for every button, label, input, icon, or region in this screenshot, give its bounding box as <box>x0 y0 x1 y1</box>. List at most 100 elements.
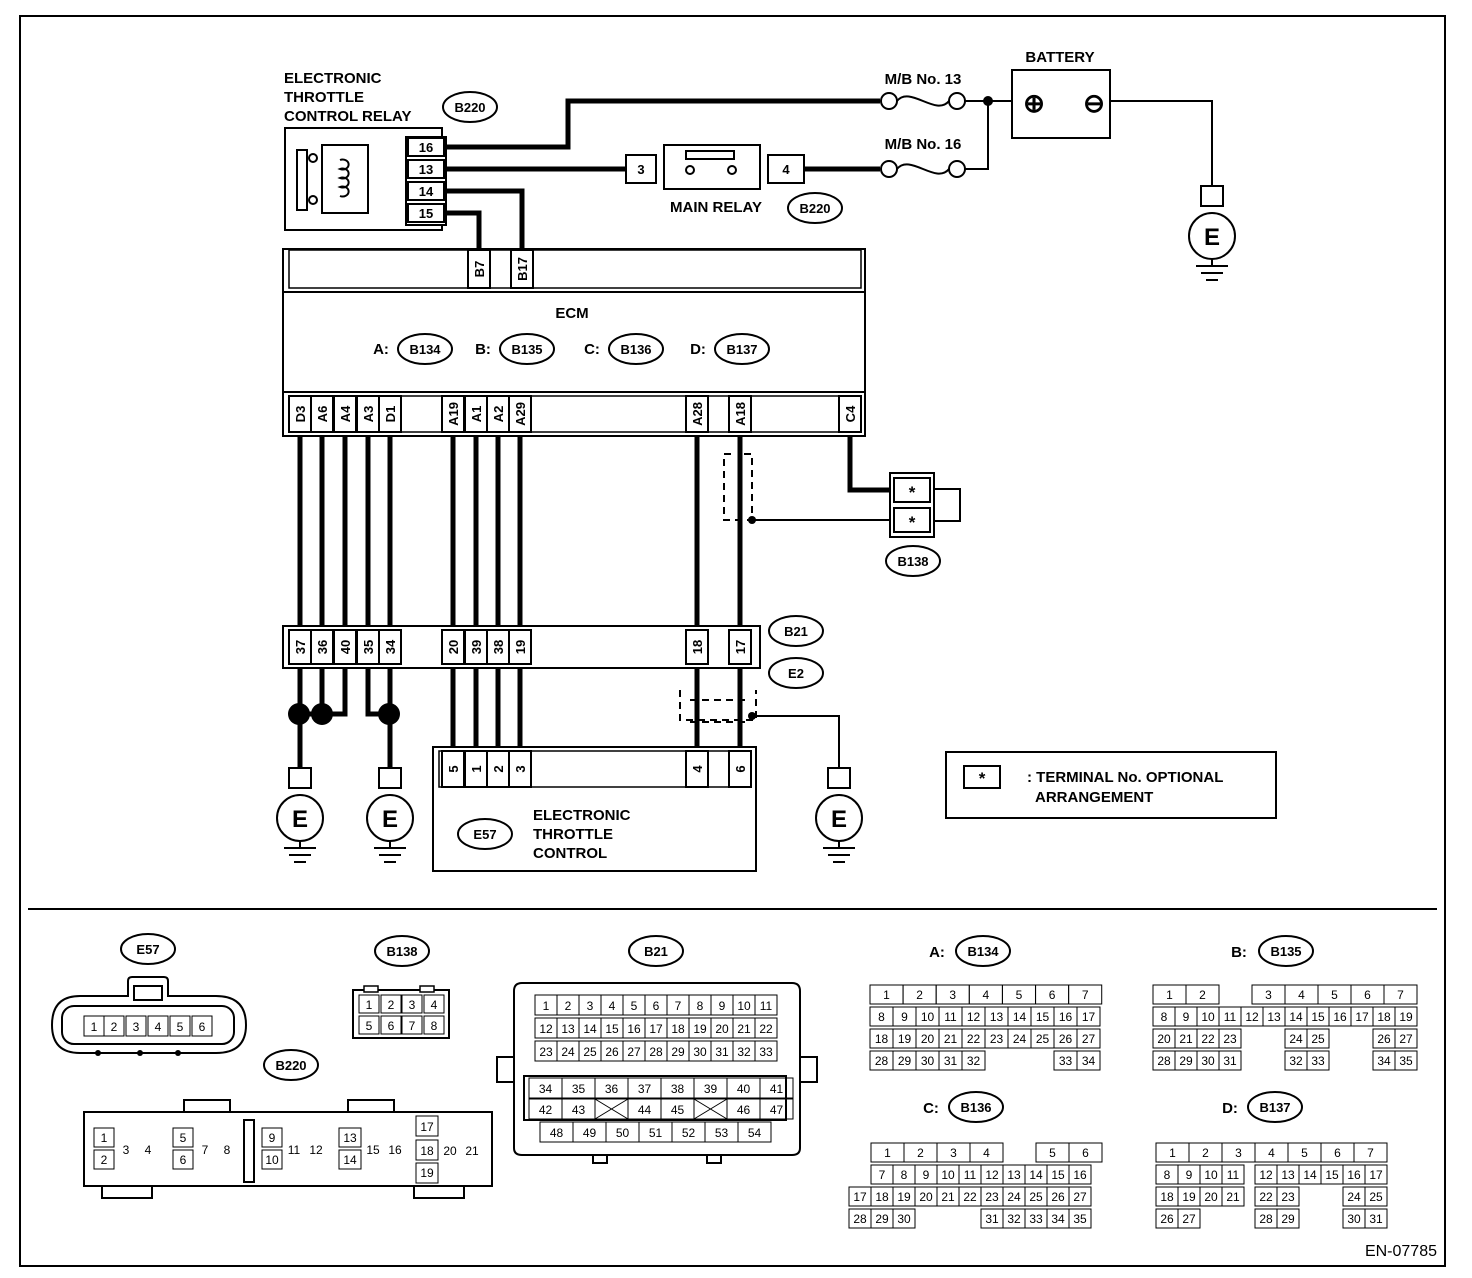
ecm-connector-prefix: C: <box>584 341 600 358</box>
wire-relay15-b7 <box>443 210 482 249</box>
shield-lower <box>679 690 757 723</box>
pin-number: 41 <box>770 1082 784 1096</box>
pin-number: 17 <box>1082 1010 1096 1024</box>
pin-number: 30 <box>693 1045 707 1059</box>
ecm-label: ECM <box>555 305 588 322</box>
pin-number: 28 <box>649 1045 663 1059</box>
cavity-blocked-mark <box>594 1098 629 1120</box>
pin-number: 16 <box>1347 1168 1361 1182</box>
view-d-b137-label: B137 <box>1259 1100 1290 1115</box>
pin-number: 50 <box>616 1126 630 1140</box>
pin-number: 3 <box>1265 988 1272 1002</box>
junction-dot <box>983 96 993 106</box>
pin-number: 19 <box>1399 1010 1413 1024</box>
pin-number: 29 <box>671 1045 685 1059</box>
b138-connector: * * B138 <box>885 472 961 577</box>
pin-number: 12 <box>1245 1010 1259 1024</box>
relay-coil-frame <box>321 144 369 214</box>
view-pin: 8 <box>431 1019 438 1033</box>
pin-number: 8 <box>901 1168 908 1182</box>
fuse-mb13-label: M/B No. 13 <box>885 71 962 88</box>
legend-symbol: * <box>979 769 986 788</box>
pin-number: 1 <box>883 988 890 1002</box>
view-e57: E57 1 2 3 4 5 6 <box>50 933 248 1056</box>
pin-number: 39 <box>704 1082 718 1096</box>
pin-number: 12 <box>539 1022 553 1036</box>
pin-number: 35 <box>1073 1212 1087 1226</box>
legend: * : TERMINAL No. OPTIONAL ARRANGEMENT <box>945 751 1277 819</box>
view-pin: 14 <box>343 1153 357 1167</box>
pin-number: 8 <box>1164 1168 1171 1182</box>
pin-number: 6 <box>1049 988 1056 1002</box>
view-pin: 1 <box>91 1020 98 1034</box>
shield-upper <box>723 453 753 521</box>
view-pin: 6 <box>180 1153 187 1167</box>
pin-cell <box>1306 1028 1330 1049</box>
pin-number: 20 <box>921 1032 935 1046</box>
fuse-symbol <box>896 95 950 107</box>
relay-connector-badge <box>442 91 498 123</box>
pin-number: 26 <box>605 1045 619 1059</box>
ecm-pin: A4 <box>338 405 353 422</box>
ecm: ECM B7 B17 A: B134 B: B135 C: B136 D: B1… <box>282 248 866 437</box>
pin-cell <box>1276 1186 1300 1207</box>
pin-number: 4 <box>983 988 990 1002</box>
ecm-top-pin: B7 <box>472 261 487 278</box>
throttle-control-relay: ELECTRONIC THROTTLE CONTROL RELAY B220 1… <box>284 70 498 231</box>
pin-number: 7 <box>879 1168 886 1182</box>
view-b21-label: B21 <box>644 944 668 959</box>
pin-number: 48 <box>550 1126 564 1140</box>
pin-number: 10 <box>737 999 751 1013</box>
relay-pin: 16 <box>419 140 433 155</box>
pin-number: 6 <box>1364 988 1371 1002</box>
ecm-connector-prefix: A: <box>373 341 389 358</box>
view-pin: 7 <box>202 1143 209 1157</box>
ecm-pin: D3 <box>293 406 308 423</box>
pin-number: 17 <box>1369 1168 1383 1182</box>
ecm-connector-code: B135 <box>511 342 542 357</box>
pin-number: 31 <box>1223 1054 1237 1068</box>
legend-text-line2: ARRANGEMENT <box>1035 789 1153 806</box>
ground-left-1: E <box>276 767 324 863</box>
main-relay-contact <box>685 150 735 160</box>
splice-dot <box>378 703 400 725</box>
b21-pins: 37 36 40 35 34 20 39 38 19 18 17 <box>288 629 752 665</box>
pin-number: 13 <box>1281 1168 1295 1182</box>
pin-number: 31 <box>715 1045 729 1059</box>
view-pin: 5 <box>180 1131 187 1145</box>
ecm-pin: A29 <box>513 402 528 426</box>
pin-cell <box>1394 1028 1418 1049</box>
pin-number: 23 <box>1223 1032 1237 1046</box>
view-pin: 21 <box>465 1144 479 1158</box>
etc-pin: 5 <box>446 765 461 772</box>
pin-number: 6 <box>653 999 660 1013</box>
battery-box <box>1011 69 1111 139</box>
pin-number: 24 <box>1013 1032 1027 1046</box>
pin-number: 20 <box>715 1022 729 1036</box>
etc-pin: 2 <box>491 765 506 772</box>
ecm-pin: A6 <box>315 406 330 423</box>
pin-number: 24 <box>1289 1032 1303 1046</box>
pin-number: 15 <box>1036 1010 1050 1024</box>
view-pin: 6 <box>199 1020 206 1034</box>
pin-number: 16 <box>627 1022 641 1036</box>
electronic-throttle-control: 5 1 2 3 4 6 E57 ELECTRONIC THROTTLE CONT… <box>432 746 757 872</box>
pin-cell <box>1068 1164 1092 1185</box>
pin-number: 24 <box>561 1045 575 1059</box>
ecm-pin: A19 <box>446 402 461 426</box>
pin-number: 8 <box>1161 1010 1168 1024</box>
view-b220-pins: 1 2 3 4 5 6 7 8 9 10 11 12 13 14 15 16 1… <box>93 1115 479 1184</box>
pin-number: 5 <box>631 999 638 1013</box>
pin-number: 29 <box>898 1054 912 1068</box>
b21-pin: 36 <box>315 640 330 654</box>
relay-title-line2: THROTTLE <box>284 89 364 106</box>
pin-number: 23 <box>990 1032 1004 1046</box>
view-pin: 10 <box>265 1153 279 1167</box>
ground-left-2: E <box>366 767 414 863</box>
etc-pin: 1 <box>469 765 484 772</box>
pin-cell <box>1364 1186 1388 1207</box>
pin-cell <box>737 1121 772 1143</box>
